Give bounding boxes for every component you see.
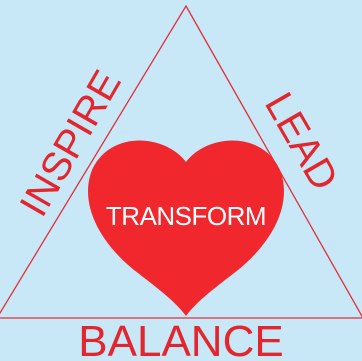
bottom-label: BALANCE (78, 317, 283, 361)
heart-icon (88, 140, 284, 316)
center-label: TRANSFORM (106, 201, 266, 231)
